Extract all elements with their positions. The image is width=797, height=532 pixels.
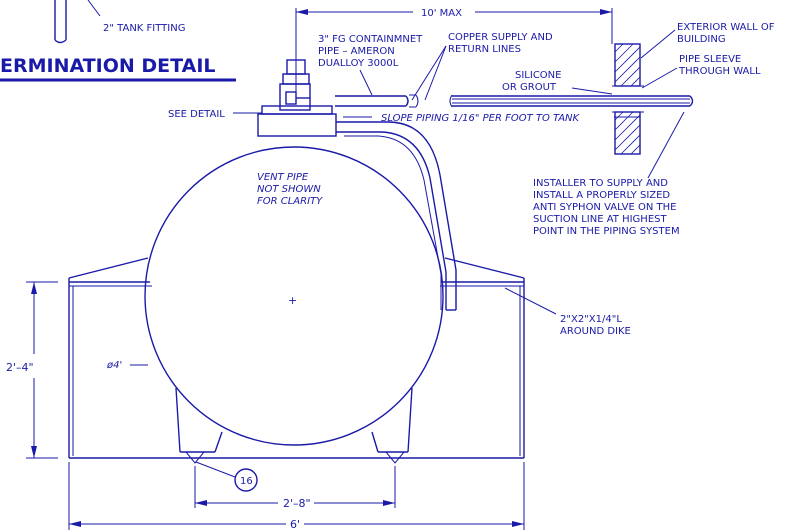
- installer-label-1: INSTALLER TO SUPPLY AND: [533, 178, 668, 189]
- page-title: ERMINATION DETAIL: [0, 55, 216, 77]
- fg-pipe-label-2: PIPE – AMERON: [318, 46, 395, 57]
- diameter-label: ø4': [106, 360, 122, 371]
- height-label: 2'–4": [6, 361, 34, 374]
- sleeve-leader: [641, 67, 678, 89]
- wall-hatching: [614, 43, 641, 155]
- copper-leader-1: [411, 45, 447, 101]
- sleeve-label-2: THROUGH WALL: [678, 66, 761, 77]
- silicone-leader: [571, 87, 613, 95]
- angle-leader: [504, 287, 557, 315]
- fg-pipe-label-3: DUALLOY 3000L: [318, 58, 399, 69]
- copper-label-1: COPPER SUPPLY AND: [448, 32, 553, 43]
- span-label: 2'–8": [283, 497, 311, 510]
- slope-label: SLOPE PIPING 1/16" PER FOOT TO TANK: [381, 113, 581, 124]
- fg-pipe-leader: [359, 69, 373, 96]
- copper-label-2: RETURN LINES: [448, 44, 521, 55]
- tank-fitting-leader: [87, 0, 101, 17]
- vent-label-3: FOR CLARITY: [257, 196, 323, 207]
- span-arrow-left: [195, 500, 207, 506]
- saddle-left: [175, 387, 223, 464]
- span-arrow-right: [383, 500, 395, 506]
- ten-max-arrow-left: [296, 9, 308, 15]
- height-arrow-top: [31, 282, 37, 294]
- ext-wall-label-1: EXTERIOR WALL OF: [677, 22, 775, 33]
- width-label: 6': [290, 518, 300, 531]
- ext-wall-label-2: BUILDING: [677, 34, 726, 45]
- height-arrow-bottom: [31, 446, 37, 458]
- angle-label-2: AROUND DIKE: [560, 326, 631, 337]
- tank-fitting-pipe-end: [54, 39, 67, 44]
- tank-piping: [336, 121, 457, 311]
- supply-pipe: [335, 94, 694, 108]
- silicone-label-2: OR GROUT: [502, 82, 557, 93]
- width-arrow-left: [69, 521, 81, 527]
- callout-number: 16: [240, 476, 253, 487]
- ext-wall-leader: [640, 29, 676, 59]
- installer-leader: [647, 111, 685, 179]
- tank-shell: [144, 146, 444, 446]
- installer-label-4: SUCTION LINE AT HIGHEST: [533, 214, 667, 225]
- ten-max-label: 10' MAX: [421, 8, 462, 19]
- vent-label-1: VENT PIPE: [257, 172, 309, 183]
- callout-bubble: [234, 468, 258, 492]
- angle-label-1: 2"X2"X1/4"L: [560, 314, 622, 325]
- sleeve-label-1: PIPE SLEEVE: [679, 54, 741, 65]
- tank-center-mark: +: [288, 294, 297, 307]
- copper-leader-2: [424, 45, 447, 101]
- fg-pipe-label-1: 3" FG CONTAINMNET: [318, 34, 423, 45]
- tank-fitting-label: 2" TANK FITTING: [103, 23, 185, 34]
- callout-leader: [195, 461, 236, 478]
- tank-riser: [257, 59, 337, 137]
- installer-label-3: ANTI SYPHON VALVE ON THE: [533, 202, 676, 213]
- saddle-right: [371, 387, 413, 464]
- width-arrow-right: [512, 521, 524, 527]
- installer-label-5: POINT IN THE PIPING SYSTEM: [533, 226, 680, 237]
- installer-label-2: INSTALL A PROPERLY SIZED: [533, 190, 670, 201]
- dike: [68, 257, 525, 459]
- silicone-label-1: SILICONE: [515, 70, 561, 81]
- vent-label-2: NOT SHOWN: [257, 184, 321, 195]
- see-detail-label: SEE DETAIL: [168, 109, 225, 120]
- ten-max-arrow-right: [600, 9, 612, 15]
